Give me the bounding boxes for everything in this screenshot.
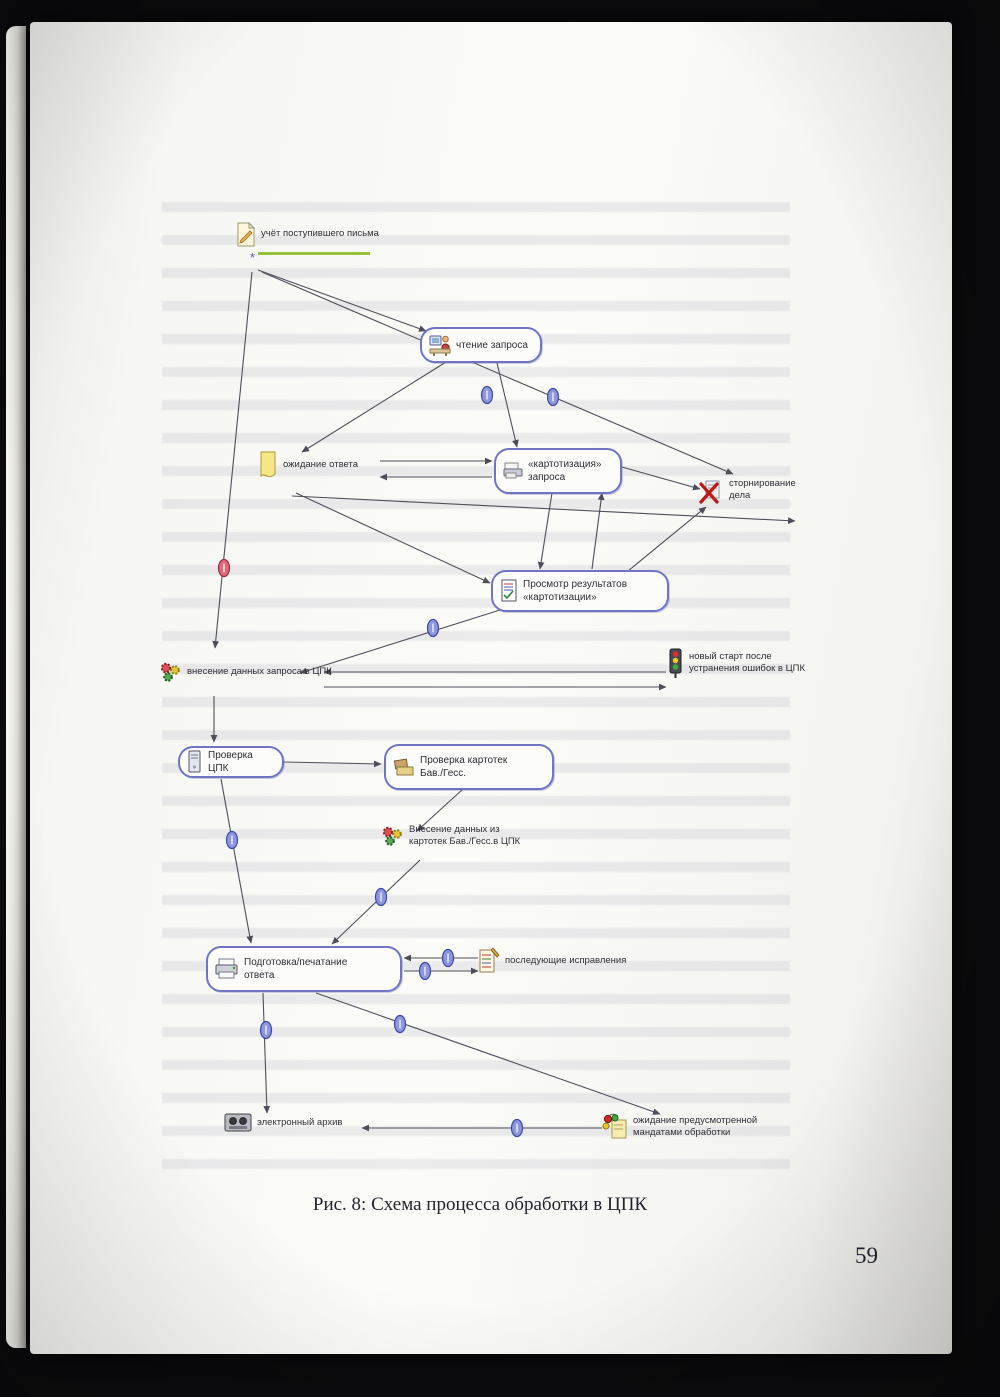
page-number: 59 [855, 1243, 878, 1268]
node-check-card-files: Проверка картотек Бав./Гесс. [384, 744, 554, 790]
person-computer-icon [429, 334, 451, 356]
node-label: последующие исправления [505, 954, 627, 966]
node-label: ожидание предусмотренной мандатами обраб… [633, 1114, 758, 1138]
node-label: чтение запроса [456, 339, 528, 351]
node-prepare-print-answer: Подготовка/печатание ответа [206, 946, 402, 992]
note-pencil-icon [236, 221, 256, 247]
node-label: внесение данных запроса в ЦПК [187, 665, 332, 677]
green-underline [258, 252, 370, 255]
card-files-icon [393, 757, 415, 777]
node-subsequent-corrections: последующие исправления [478, 946, 626, 976]
book-page [30, 22, 952, 1354]
asterisk-mark: * [250, 250, 256, 265]
node-label: Проверка картотек Бав./Гесс. [420, 755, 508, 779]
node-review-results: Просмотр результатов «картотизации» [491, 570, 669, 612]
node-check-cpk: Проверка ЦПК [178, 746, 284, 778]
figure-caption: Рис. 8: Схема процесса обработки в ЦПК [312, 1194, 648, 1215]
printer-icon [215, 958, 239, 980]
node-electronic-archive: электронный архив [224, 1112, 342, 1134]
notepad-pen-icon [478, 946, 500, 976]
computer-tower-icon [187, 750, 203, 774]
red-cross-icon [698, 476, 724, 504]
node-new-start: новый старт после устранения ошибок в ЦП… [666, 648, 805, 678]
node-label: Внесение данных из картотек Бав./Гесс.в … [409, 824, 521, 848]
node-read-request: чтение запроса [420, 327, 542, 363]
node-wait-mandate-processing: ожидание предусмотренной мандатами обраб… [602, 1112, 757, 1142]
document-check-icon [500, 579, 518, 603]
node-label: Проверка ЦПК [208, 750, 253, 774]
node-label: электронный архив [257, 1116, 343, 1128]
gears-icon [158, 660, 182, 684]
node-label: учёт поступившего письма [261, 228, 379, 240]
node-storno: сторнирование дела [698, 476, 796, 504]
node-wait-answer: ожидание ответа [258, 450, 358, 480]
cherries-page-icon [602, 1112, 628, 1142]
node-label: новый старт после устранения ошибок в ЦП… [689, 650, 805, 674]
node-label: «картотизация» запроса [528, 459, 602, 483]
node-enter-request-data: внесение данных запроса в ЦПК [158, 660, 332, 684]
node-label: Просмотр результатов «картотизации» [523, 579, 628, 603]
node-label: сторнирование дела [729, 477, 796, 501]
node-label: Подготовка/печатание ответа [244, 957, 348, 981]
card-printer-icon [503, 462, 523, 480]
tape-machine-icon [224, 1112, 252, 1134]
book-fore-edge [6, 26, 26, 1348]
gears-icon [380, 824, 404, 848]
traffic-light-icon [666, 648, 684, 678]
node-incoming-letter: учёт поступившего письма [236, 221, 379, 247]
yellow-note-icon [258, 450, 278, 480]
node-kartotization: «картотизация» запроса [494, 448, 622, 494]
node-enter-cardfile-data: Внесение данных из картотек Бав./Гесс.в … [380, 824, 520, 849]
node-label: ожидание ответа [283, 458, 359, 470]
